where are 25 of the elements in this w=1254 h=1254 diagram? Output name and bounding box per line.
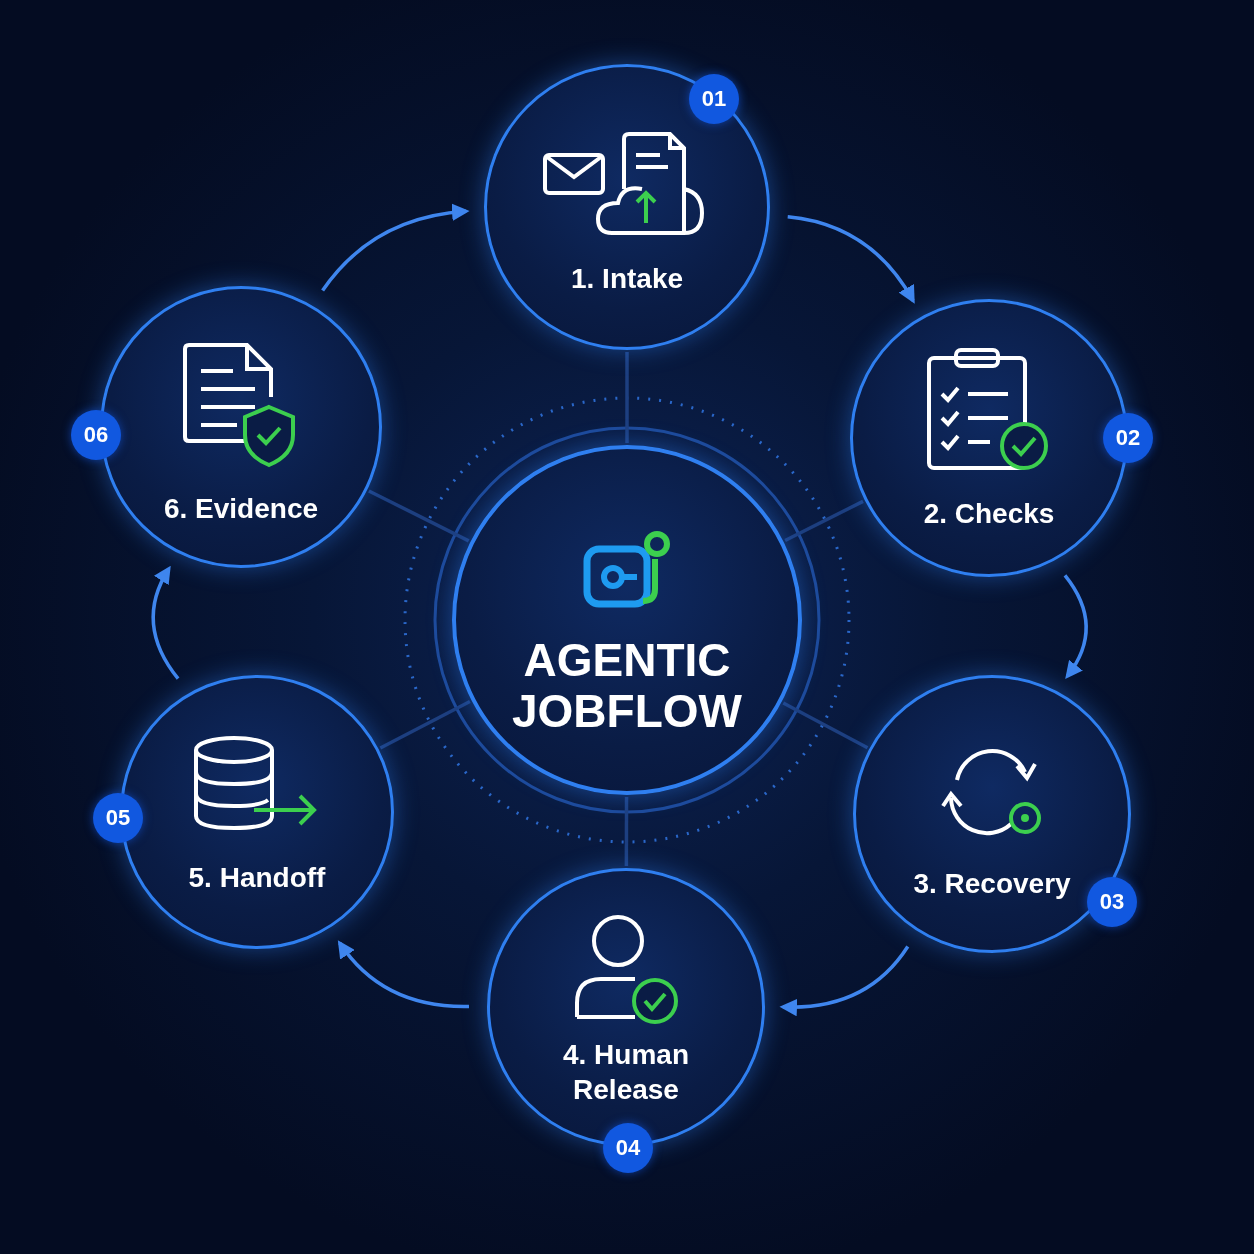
step-number-badge: 02 bbox=[1103, 413, 1153, 463]
flow-arrow bbox=[787, 214, 915, 304]
connector-line bbox=[625, 352, 629, 443]
hub-title: AGENTIC JOBFLOW bbox=[511, 635, 743, 737]
step-number-badge: 05 bbox=[93, 793, 143, 843]
step-label: 3. Recovery bbox=[912, 867, 1072, 901]
step-label: 4. Human Release bbox=[562, 1038, 690, 1107]
connector-line bbox=[784, 499, 864, 543]
step-label: 5. Handoff bbox=[187, 861, 327, 895]
connector-line bbox=[782, 701, 869, 750]
step-label: 6. Evidence bbox=[162, 492, 320, 526]
flow-arrow bbox=[337, 940, 469, 1009]
step-circle bbox=[853, 675, 1131, 953]
flow-arrow bbox=[1063, 574, 1088, 680]
step-label: 1. Intake bbox=[569, 262, 685, 296]
flow-arrow bbox=[779, 945, 910, 1016]
hub-circle bbox=[452, 445, 802, 795]
connector-line bbox=[624, 797, 629, 866]
step-label: 2. Checks bbox=[922, 497, 1056, 531]
step-number-badge: 03 bbox=[1087, 877, 1137, 927]
flow-arrow bbox=[321, 203, 470, 292]
connector-line bbox=[379, 699, 471, 750]
step-number-badge: 06 bbox=[71, 410, 121, 460]
flow-arrow bbox=[151, 565, 180, 680]
step-number-badge: 04 bbox=[603, 1123, 653, 1173]
